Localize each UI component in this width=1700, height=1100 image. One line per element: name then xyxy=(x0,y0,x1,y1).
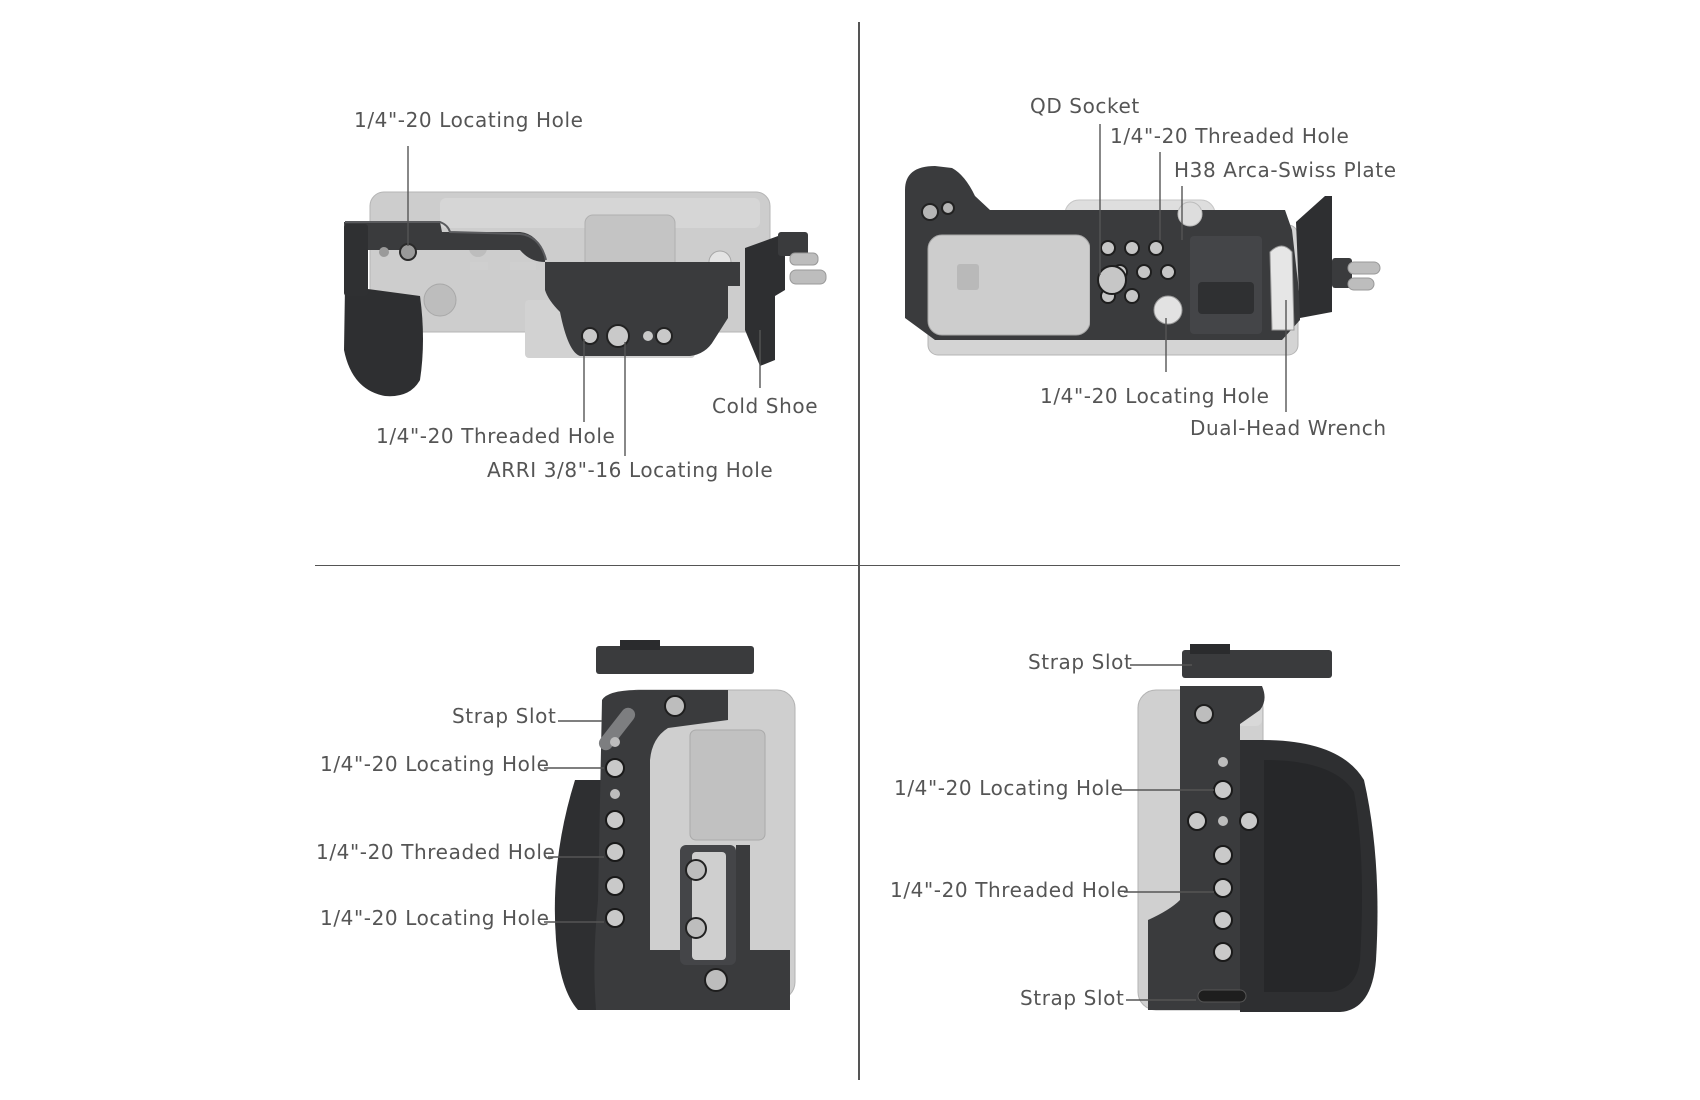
label-left-locating-hole-1: 1/4"-20 Locating Hole xyxy=(320,752,550,776)
top-view-illustration xyxy=(344,146,827,456)
label-left-strap-slot: Strap Slot xyxy=(452,704,557,728)
label-left-threaded-hole: 1/4"-20 Threaded Hole xyxy=(316,840,556,864)
label-top-cold-shoe: Cold Shoe xyxy=(712,394,819,418)
vertical-divider xyxy=(858,22,860,1080)
label-right-threaded-hole: 1/4"-20 Threaded Hole xyxy=(890,878,1130,902)
label-right-locating-hole: 1/4"-20 Locating Hole xyxy=(894,776,1124,800)
label-bottom-wrench: Dual-Head Wrench xyxy=(1190,416,1387,440)
label-bottom-qd-socket: QD Socket xyxy=(1030,94,1140,118)
left-side-illustration xyxy=(544,640,796,1010)
label-bottom-threaded-hole: 1/4"-20 Threaded Hole xyxy=(1110,124,1350,148)
label-bottom-locating-hole: 1/4"-20 Locating Hole xyxy=(1040,384,1270,408)
bottom-view-illustration xyxy=(905,124,1381,412)
label-top-locating-hole: 1/4"-20 Locating Hole xyxy=(354,108,584,132)
label-bottom-arca-plate: H38 Arca-Swiss Plate xyxy=(1174,158,1397,182)
right-side-illustration xyxy=(1120,644,1378,1012)
label-top-threaded-hole: 1/4"-20 Threaded Hole xyxy=(376,424,616,448)
horizontal-divider xyxy=(315,565,1400,566)
label-left-locating-hole-2: 1/4"-20 Locating Hole xyxy=(320,906,550,930)
label-top-arri-hole: ARRI 3/8"-16 Locating Hole xyxy=(487,458,774,482)
label-right-strap-slot-bottom: Strap Slot xyxy=(1020,986,1125,1010)
label-right-strap-slot-top: Strap Slot xyxy=(1028,650,1133,674)
